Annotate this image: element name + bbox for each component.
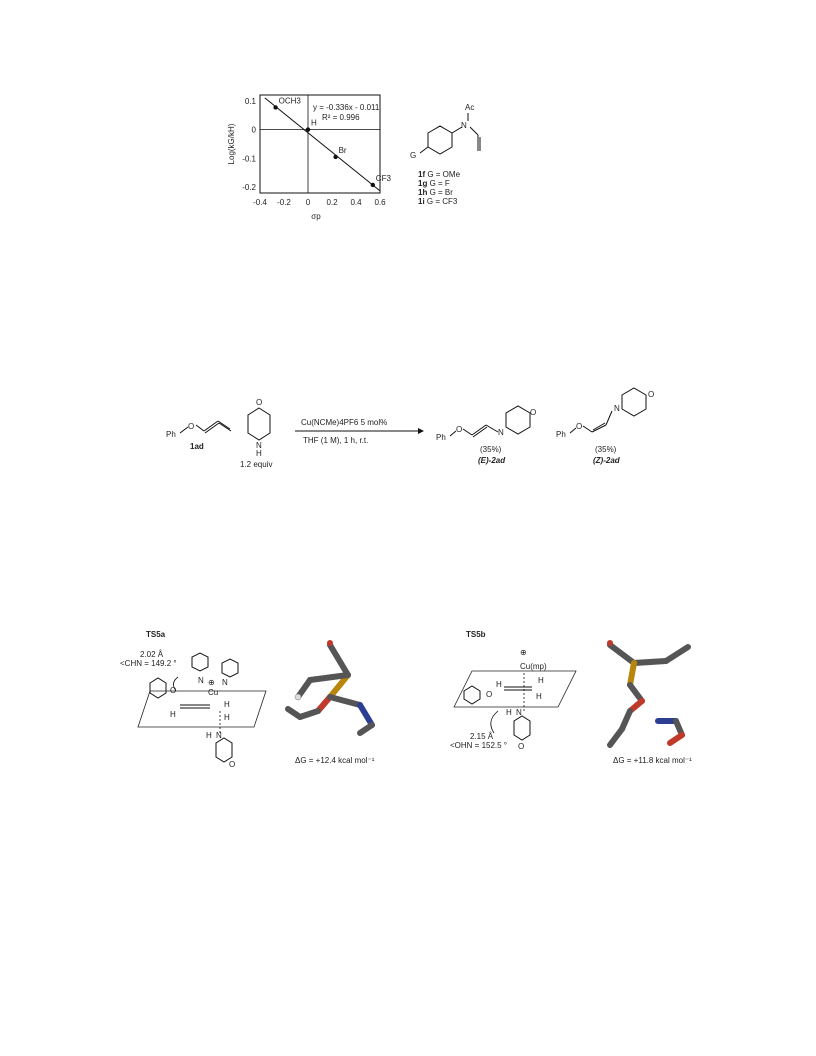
product-e-2ad: Ph O N O (35%) (E)-2ad <box>436 405 536 465</box>
compound-1ad-label: 1ad <box>190 442 204 451</box>
svg-text:⊕: ⊕ <box>520 648 527 657</box>
x-tick-label: 0.2 <box>326 198 338 207</box>
ts5b-scheme: TS5b ⊕ Cu(mp) O H H H H N O 2.15 Å <OHN … <box>450 630 577 751</box>
regression-line <box>264 97 381 192</box>
ts5b-3d-model: ΔG = +11.8 kcal mol⁻¹ <box>607 640 692 765</box>
allene-1ad: Ph O 1ad <box>166 420 232 451</box>
data-point <box>370 182 375 188</box>
svg-text:Ph: Ph <box>436 433 446 442</box>
morpholine-reagent: O N H 1.2 equiv <box>240 398 272 469</box>
y-tick-labels: 0.1 0 -0.1 -0.2 <box>242 97 256 192</box>
y-tick-label: -0.1 <box>242 154 256 163</box>
compound-z-2ad-label: (Z)-2ad <box>593 456 621 465</box>
substrate-structure: N Ac G <box>410 103 481 160</box>
svg-text:Ac: Ac <box>465 103 474 112</box>
svg-text:O: O <box>576 422 582 431</box>
svg-text:N: N <box>516 708 522 717</box>
svg-text:Cu(mp): Cu(mp) <box>520 662 547 671</box>
ts5a-scheme: TS5a 2.02 Å <CHN = 149.2 ° O Cu ⊕ N N H … <box>120 630 267 769</box>
substrate-entry: 1f G = OMe <box>418 170 461 179</box>
ts5a-3d-model: ΔG = +12.4 kcal mol⁻¹ <box>285 640 375 765</box>
svg-text:O: O <box>456 425 462 434</box>
svg-text:O: O <box>648 390 654 399</box>
svg-text:O: O <box>229 760 235 769</box>
svg-text:(35%): (35%) <box>595 445 617 454</box>
svg-text:N: N <box>222 678 228 687</box>
x-axis-label: σp <box>311 212 321 221</box>
svg-text:2.02 Å: 2.02 Å <box>140 650 164 659</box>
svg-text:H: H <box>256 449 262 458</box>
svg-text:Cu: Cu <box>208 688 218 697</box>
x-tick-label: 0 <box>306 198 311 207</box>
svg-text:N: N <box>256 441 262 450</box>
svg-text:O: O <box>256 398 262 407</box>
reaction-arrow: Cu(NCMe)4PF6 5 mol% THF (1 M), 1 h, r.t. <box>295 418 424 445</box>
plot-frame <box>259 94 381 194</box>
svg-text:THF (1 M), 1 h, r.t.: THF (1 M), 1 h, r.t. <box>303 436 368 445</box>
svg-text:O: O <box>530 408 536 417</box>
zero-lines <box>260 95 380 193</box>
svg-text:O: O <box>170 686 176 695</box>
data-point-label: H <box>311 119 317 128</box>
svg-text:H: H <box>224 713 230 722</box>
svg-text:Ph: Ph <box>556 430 566 439</box>
x-tick-label: 0.4 <box>350 198 362 207</box>
svg-text:H: H <box>496 680 502 689</box>
svg-text:N: N <box>461 121 467 130</box>
reaction-scheme: Ph O 1ad O N H 1.2 equiv Cu(NCMe)4PF6 5 … <box>166 387 654 469</box>
svg-text:O: O <box>188 422 194 431</box>
svg-text:N: N <box>198 676 204 685</box>
svg-text:H: H <box>536 692 542 701</box>
svg-text:2.15 Å: 2.15 Å <box>470 732 494 741</box>
y-tick-label: 0 <box>252 126 257 135</box>
svg-text:O: O <box>518 742 524 751</box>
svg-text:(35%): (35%) <box>480 445 502 454</box>
svg-text:ΔG = +12.4 kcal mol⁻¹: ΔG = +12.4 kcal mol⁻¹ <box>295 756 375 765</box>
svg-text:N: N <box>614 404 620 413</box>
svg-text:H: H <box>538 676 544 685</box>
substrate-entry: 1i G = CF3 <box>418 197 458 206</box>
svg-text:H: H <box>170 710 176 719</box>
y-axis-label: Log(kG/kH) <box>227 123 236 164</box>
substrate-entry: 1g G = F <box>418 179 450 188</box>
compound-e-2ad-label: (E)-2ad <box>478 456 506 465</box>
x-tick-label: 0.6 <box>374 198 386 207</box>
amine-equiv: 1.2 equiv <box>240 460 272 469</box>
svg-text:G: G <box>410 151 416 160</box>
svg-text:N: N <box>216 731 222 740</box>
data-point-label: OCH3 <box>279 96 302 105</box>
data-point-label: Br <box>339 146 347 155</box>
transition-states-figure: TS5a 2.02 Å <CHN = 149.2 ° O Cu ⊕ N N H … <box>120 630 692 769</box>
svg-text:ΔG = +11.8 kcal mol⁻¹: ΔG = +11.8 kcal mol⁻¹ <box>613 756 692 765</box>
y-tick-label: 0.1 <box>245 97 257 106</box>
data-point <box>305 127 311 132</box>
fit-equation: y = -0.336x - 0.011 <box>313 103 380 112</box>
data-point-label: CF3 <box>376 174 392 183</box>
x-tick-label: -0.4 <box>253 198 267 207</box>
svg-text:Ph: Ph <box>166 430 176 439</box>
substrate-entry: 1h G = Br <box>418 188 453 197</box>
data-point <box>333 154 338 160</box>
svg-text:O: O <box>486 690 492 699</box>
svg-text:Cu(NCMe)4PF6 5 mol%: Cu(NCMe)4PF6 5 mol% <box>301 418 387 427</box>
x-tick-label: -0.2 <box>277 198 291 207</box>
svg-text:<OHN = 152.5 °: <OHN = 152.5 ° <box>450 741 507 750</box>
fit-r2: R² = 0.996 <box>322 113 360 122</box>
y-tick-label: -0.2 <box>242 183 256 192</box>
svg-text:⊕: ⊕ <box>208 678 215 687</box>
svg-text:H: H <box>206 731 212 740</box>
svg-text:N: N <box>498 428 504 437</box>
product-z-2ad: Ph O N O (35%) (Z)-2ad <box>556 387 654 465</box>
ts5b-title: TS5b <box>466 630 486 639</box>
svg-text:H: H <box>506 708 512 717</box>
x-tick-labels: -0.4 -0.2 0 0.2 0.4 0.6 <box>253 198 386 207</box>
svg-text:H: H <box>224 700 230 709</box>
data-point <box>273 105 278 110</box>
svg-text:<CHN = 149.2 °: <CHN = 149.2 ° <box>120 659 177 668</box>
ts5a-title: TS5a <box>146 630 166 639</box>
